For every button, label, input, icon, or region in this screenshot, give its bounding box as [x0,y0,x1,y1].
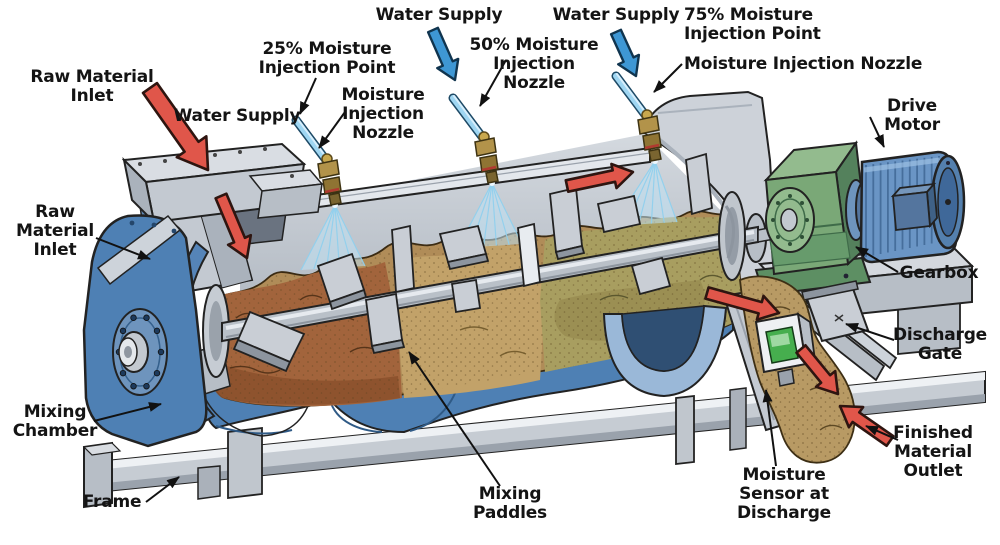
discharge-assembly [602,275,898,464]
label-injection-nozzle-left: Moisture Injection Nozzle [341,85,425,144]
label-75-injection-point: 75% Moisture Injection Point [684,5,821,45]
drive-assembly [754,140,975,324]
material-flow-arrow [564,162,635,193]
label-raw-material-inlet-top: Raw Material Inlet [30,67,154,107]
label-injection-nozzle-right: Moisture Injection Nozzle [684,54,923,74]
label-water-supply-center: Water Supply [375,5,503,25]
water-supply-arrow [426,26,460,82]
drive-motor-illustration [845,150,966,264]
material-flow-arrow [704,286,781,322]
flow-arrows [141,26,895,448]
water-supply-arrow [609,28,641,78]
label-gearbox: Gearbox [899,263,979,283]
label-mixing-paddles: Mixing Paddles [473,484,547,524]
gearbox-flange-bolts [771,194,809,246]
label-water-supply-left: Water Supply [173,106,301,126]
trough-open-end [602,304,728,398]
label-50-injection-nozzle: 50% Moisture Injection Nozzle [469,35,599,94]
label-drive-motor: Drive Motor [884,96,940,136]
material-flow-arrow [141,81,210,172]
label-discharge-gate: Discharge Gate [893,325,987,365]
mixing-shaft [202,191,759,378]
mixing-paddles-illustration [232,152,713,373]
material-flow-arrow [795,343,840,396]
material-flow-arrow [214,192,253,260]
label-raw-material-inlet-side: Raw Material Inlet [16,202,94,261]
label-25-injection-point: 25% Moisture Injection Point [258,39,396,79]
label-finished-material-outlet: Finished Material Outlet [893,423,973,482]
label-moisture-sensor: Moisture Sensor at Discharge [737,465,831,524]
leader-lines [93,59,899,503]
label-mixing-chamber: Mixing Chamber [12,402,98,442]
label-frame: Frame [82,492,142,512]
label-water-supply-right: Water Supply [552,5,680,25]
